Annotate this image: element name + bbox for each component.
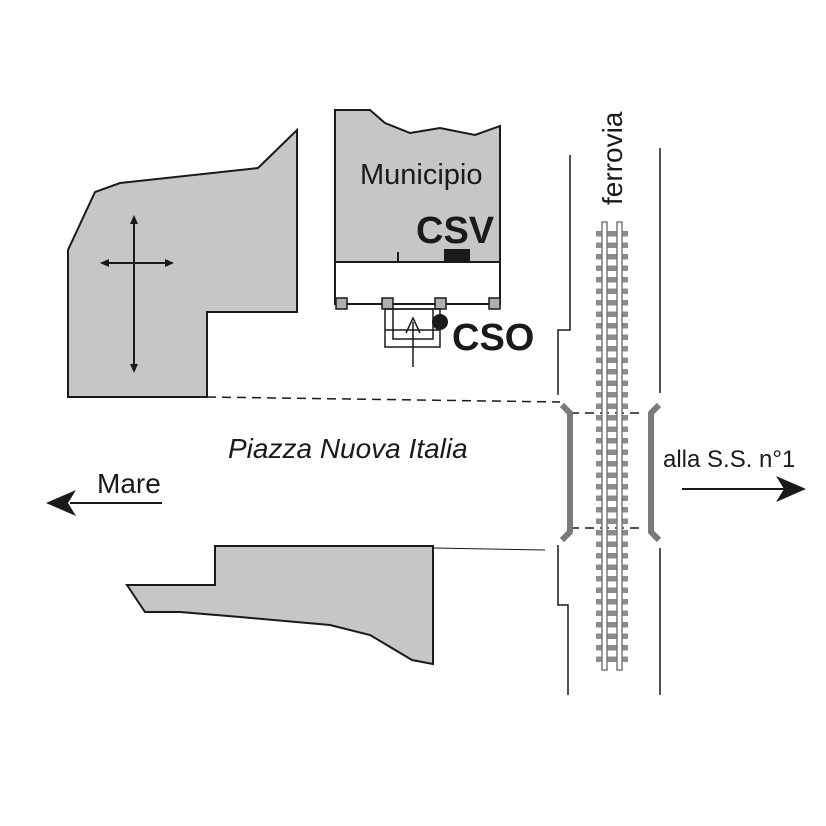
csv-marker	[444, 249, 470, 262]
piazza-label: Piazza Nuova Italia	[228, 433, 468, 464]
arrow-right-icon	[682, 476, 806, 502]
bottom-block	[125, 545, 434, 666]
arrow-left-icon	[46, 490, 162, 516]
cso-label: CSO	[452, 317, 534, 359]
railway-track	[596, 221, 628, 671]
ss1-label: alla S.S. n°1	[663, 446, 795, 473]
arrow-up-icon	[405, 316, 421, 367]
cross-icon	[100, 215, 174, 373]
street-edge-bottom	[432, 547, 546, 551]
municipio-block	[334, 109, 501, 367]
crossing-barrier-left	[559, 402, 573, 543]
street-edge-top	[206, 396, 561, 403]
municipio-label: Municipio	[360, 159, 483, 191]
church-block	[67, 127, 298, 398]
rail-corridor-left-top	[557, 155, 571, 395]
cso-marker	[432, 314, 448, 330]
ferrovia-label: ferrovia	[597, 111, 628, 205]
rail-corridor-left-bottom	[557, 545, 569, 695]
csv-label: CSV	[416, 210, 495, 252]
municipio-portico	[334, 261, 501, 305]
church-building	[67, 127, 298, 398]
mare-label: Mare	[97, 468, 161, 499]
crossing-barrier-right	[648, 402, 662, 543]
